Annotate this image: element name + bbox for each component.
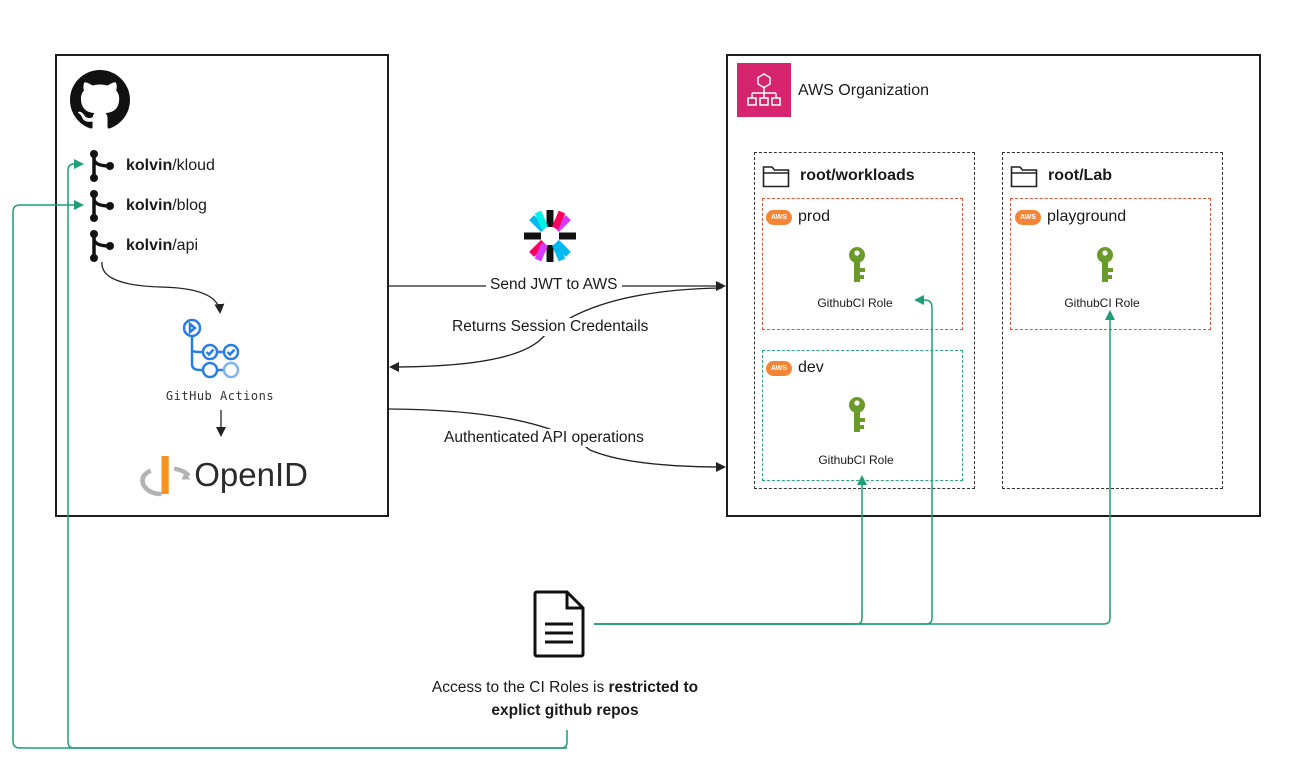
aws-organization-label: AWS Organization xyxy=(798,82,930,99)
folder-icon xyxy=(762,166,790,188)
ou-workloads-label: root/workloads xyxy=(800,167,915,184)
policy-text-bold-2: explict github repos xyxy=(491,702,639,719)
repo-item-api[interactable]: kolvin/api xyxy=(84,228,198,264)
repo-owner: kolvin xyxy=(126,197,173,214)
git-branch-icon xyxy=(90,150,114,182)
repo-owner: kolvin xyxy=(126,237,173,254)
repo-name: /api xyxy=(172,237,199,254)
aws-cloud-icon: AWS xyxy=(766,360,792,376)
policy-document-icon xyxy=(530,590,588,658)
policy-caption: Access to the CI Roles is restricted to … xyxy=(360,676,770,722)
repo-owner: kolvin xyxy=(126,157,173,174)
account-playground-title: AWS playground xyxy=(1015,208,1126,226)
authenticated-ops-label: Authenticated API operations xyxy=(440,429,648,447)
ou-lab-label: root/Lab xyxy=(1048,167,1112,184)
account-name: playground xyxy=(1047,208,1127,225)
returns-credentials-label: Returns Session Credentails xyxy=(448,318,653,336)
policy-text-bold-1: restricted to xyxy=(608,679,699,696)
ou-lab-title: root/Lab xyxy=(1010,164,1112,188)
repo-name: /kloud xyxy=(172,157,215,174)
role-label: GithubCI Role xyxy=(818,453,894,467)
iam-role-key-icon[interactable] xyxy=(1094,246,1116,291)
ou-workloads-title: root/workloads xyxy=(762,164,915,188)
account-name: prod xyxy=(798,208,831,225)
policy-text-plain: Access to the CI Roles is xyxy=(431,679,609,696)
github-actions-icon xyxy=(180,318,244,382)
jwt-logo-icon xyxy=(522,208,578,264)
role-label: GithubCI Role xyxy=(817,296,893,310)
send-jwt-label: Send JWT to AWS xyxy=(486,276,622,294)
github-actions-label: GitHub Actions xyxy=(165,389,275,403)
git-branch-icon xyxy=(90,190,114,222)
aws-cloud-icon: AWS xyxy=(1015,209,1041,225)
github-logo-icon xyxy=(70,70,130,130)
account-prod-title: AWS prod xyxy=(766,208,830,226)
repo-item-blog[interactable]: kolvin/blog xyxy=(84,188,207,224)
role-label: GithubCI Role xyxy=(1064,296,1140,310)
account-dev-title: AWS dev xyxy=(766,359,824,377)
organization-icon xyxy=(737,63,791,117)
iam-role-key-icon[interactable] xyxy=(846,246,868,291)
aws-cloud-icon: AWS xyxy=(766,209,792,225)
repo-name: /blog xyxy=(172,197,207,214)
account-name: dev xyxy=(798,359,824,376)
iam-role-key-icon[interactable] xyxy=(846,396,868,441)
openid-icon xyxy=(140,456,191,497)
git-branch-icon xyxy=(90,230,114,262)
folder-icon xyxy=(1010,166,1038,188)
openid-logo: OpenID xyxy=(138,450,308,500)
openid-label: OpenID xyxy=(194,456,308,493)
repo-item-kloud[interactable]: kolvin/kloud xyxy=(84,148,215,184)
